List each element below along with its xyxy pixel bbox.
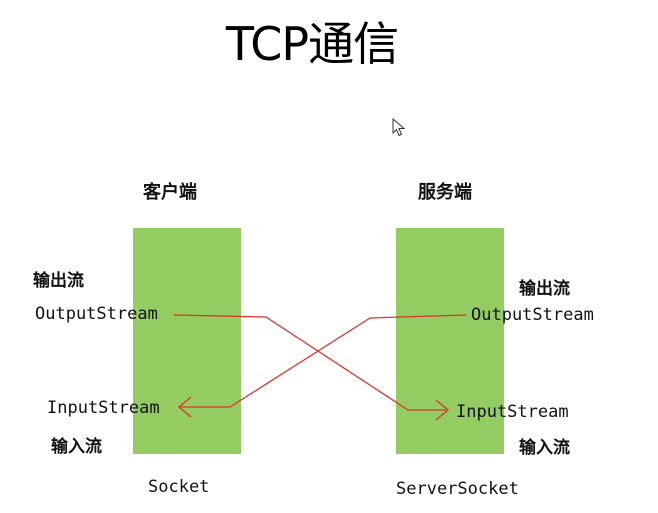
page-title: TCP通信 — [225, 17, 399, 71]
client-to-server-line — [173, 314, 446, 411]
client-socket-label: Socket — [148, 477, 210, 497]
server-output-stream: OutputStream — [471, 305, 594, 325]
client-box — [133, 228, 241, 454]
mouse-cursor-icon — [392, 118, 406, 137]
client-output-stream: OutputStream — [35, 304, 158, 324]
server-to-client-arrowhead-icon — [177, 396, 192, 418]
server-label: 服务端 — [418, 182, 472, 203]
client-label: 客户端 — [143, 182, 197, 203]
client-to-server-arrowhead-icon — [435, 399, 450, 421]
server-box — [396, 228, 504, 454]
server-output-cn: 输出流 — [519, 279, 570, 299]
server-input-stream: InputStream — [456, 402, 569, 422]
client-input-cn: 输入流 — [51, 437, 102, 457]
client-input-stream: InputStream — [47, 398, 160, 418]
server-socket-label: ServerSocket — [396, 479, 519, 499]
server-to-client-line — [180, 314, 467, 408]
server-input-cn: 输入流 — [519, 438, 570, 458]
client-output-cn: 输出流 — [33, 271, 84, 291]
